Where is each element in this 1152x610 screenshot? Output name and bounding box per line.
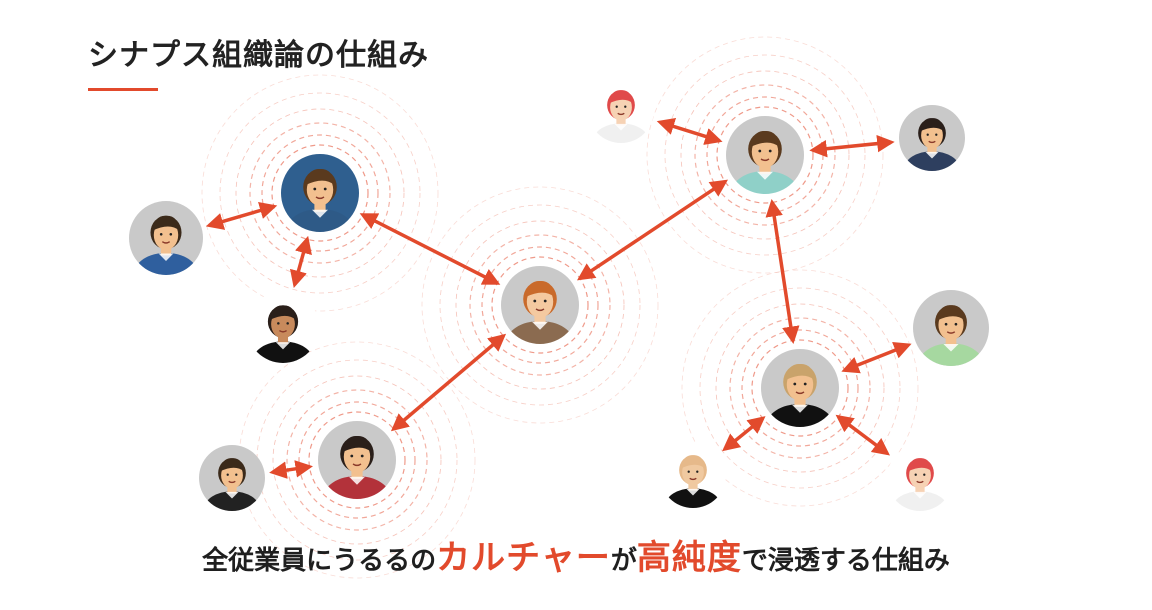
avatar-p11 (759, 347, 841, 429)
connection-arrows-layer (205, 118, 912, 479)
arrow-p8-p11 (765, 199, 800, 344)
ripple-rings-p11 (681, 269, 919, 507)
avatar-p3 (247, 291, 319, 363)
ripple-rings-p4 (421, 186, 659, 424)
arrow-p1-p3 (289, 235, 312, 288)
people-layer (129, 77, 989, 511)
arrow-p11-p12 (722, 416, 766, 452)
title-underline (88, 88, 158, 91)
caption-text-3: で浸透する仕組み (741, 546, 950, 576)
arrow-p11-p13 (835, 414, 891, 456)
avatar-p7 (588, 77, 654, 143)
ripple-rings-p1 (201, 74, 439, 312)
avatar-p9 (899, 105, 965, 171)
arrow-p1-p4 (359, 213, 501, 285)
avatar-p5 (316, 419, 398, 501)
avatar-p1 (279, 152, 361, 234)
caption-highlight-culture: カルチャー (436, 538, 611, 578)
avatar-p2 (129, 201, 203, 275)
arrow-p4-p5 (390, 333, 507, 432)
avatar-p12 (660, 442, 726, 508)
caption-highlight-purity: 高純度 (636, 538, 742, 578)
avatar-p10 (913, 290, 989, 366)
arrow-p8-p7 (656, 118, 723, 145)
caption-text-1: 全従業員にうるるの (202, 546, 437, 576)
avatar-p6 (199, 445, 265, 511)
ripple-rings-p5 (238, 341, 476, 579)
avatar-p8 (724, 114, 806, 196)
arrow-p1-p2 (205, 202, 278, 230)
avatar-p4 (499, 264, 581, 346)
caption-text-2: が (610, 546, 637, 576)
caption: 全従業員にうるるのカルチャーが高純度で浸透する仕組み (0, 530, 1152, 579)
avatar-p13 (887, 445, 953, 511)
arrow-p5-p6 (269, 460, 313, 479)
arrow-p8-p9 (809, 134, 895, 158)
page-title: シナプス組織論の仕組み (88, 38, 429, 73)
arrow-p11-p10 (841, 342, 912, 374)
arrow-p4-p8 (576, 179, 729, 281)
